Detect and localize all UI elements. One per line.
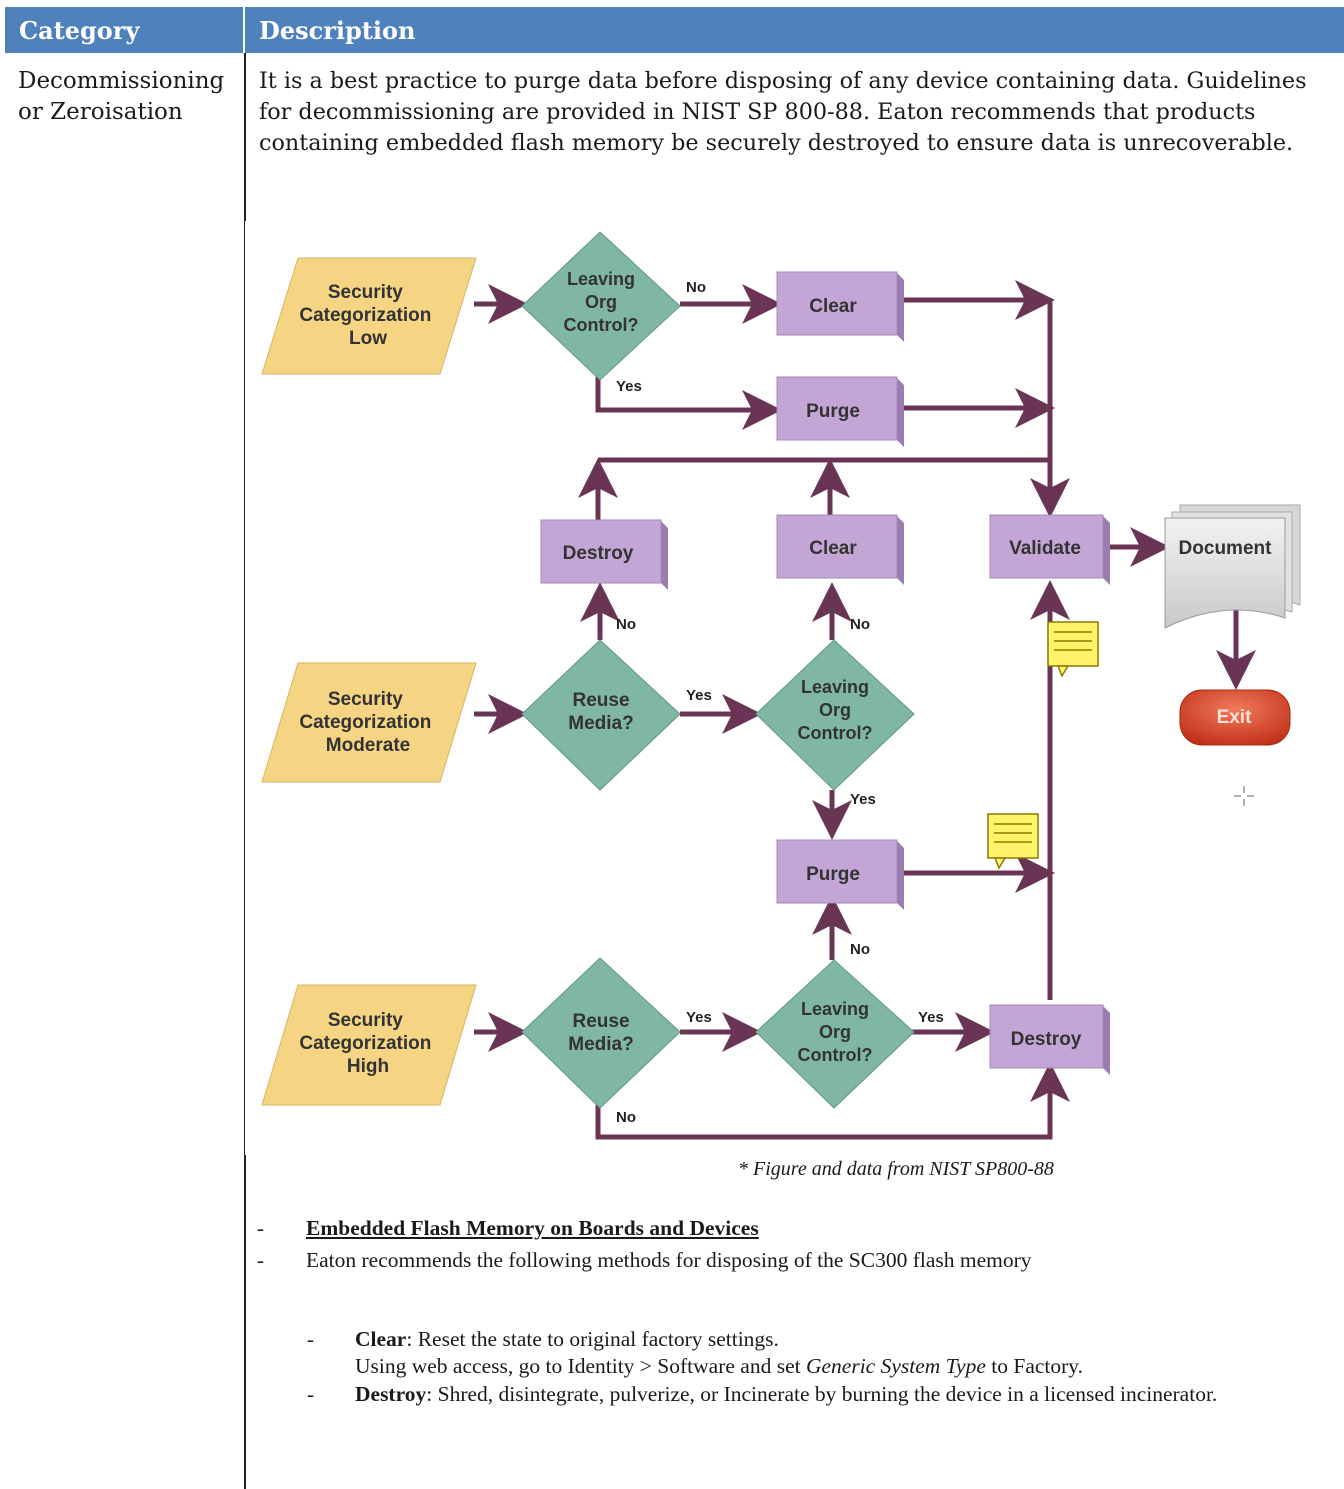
svg-text:Validate: Validate bbox=[1009, 538, 1081, 559]
bullet-destroy: Destroy: Shred, disintegrate, pulverize,… bbox=[355, 1381, 1315, 1408]
box-clear-mid: Clear bbox=[776, 514, 904, 585]
edge-labels: No Yes No No Yes Yes No Yes Yes No bbox=[616, 279, 944, 1126]
arrow-no-to-destroy-high bbox=[595, 1062, 1070, 1140]
svg-text:Destroy: Destroy bbox=[563, 543, 634, 564]
svg-text:Purge: Purge bbox=[806, 401, 860, 422]
clear-text: : Reset the state to original factory se… bbox=[406, 1327, 779, 1351]
label-no-low: No bbox=[686, 279, 706, 296]
connector-lines bbox=[474, 280, 1256, 1140]
svg-text:Security Categorization: Security Categorization Moderate bbox=[299, 689, 436, 756]
row-description: It is a best practice to purge data befo… bbox=[259, 68, 1307, 156]
bullet-clear: Clear: Reset the state to original facto… bbox=[355, 1326, 1315, 1380]
bullet-dash: - bbox=[307, 1382, 314, 1406]
svg-text:Destroy: Destroy bbox=[1011, 1029, 1082, 1050]
figure-caption: * Figure and data from NIST SP800-88 bbox=[738, 1158, 1054, 1180]
input-low: Security Categorization Low bbox=[261, 257, 477, 375]
input-high: Security Categorization High bbox=[261, 984, 477, 1106]
label-yes-leaving: Yes bbox=[850, 791, 876, 808]
label-no-clear: No bbox=[850, 616, 870, 633]
crosshair-icon bbox=[1234, 786, 1254, 806]
box-destroy-mid: Destroy bbox=[540, 519, 668, 590]
box-destroy-bottom: Destroy bbox=[989, 1004, 1110, 1075]
label-no-high: No bbox=[616, 1109, 636, 1126]
box-purge-top: Purge bbox=[776, 376, 904, 447]
header-description: Description bbox=[259, 16, 416, 45]
input-moderate-line2: Categorization bbox=[299, 712, 431, 733]
column-divider bbox=[244, 53, 246, 1489]
row-category: Decommissioning or Zeroisation bbox=[18, 68, 225, 125]
box-validate: Validate bbox=[989, 514, 1110, 585]
input-low-line2: Categorization bbox=[299, 305, 431, 326]
svg-text:Exit: Exit bbox=[1217, 707, 1253, 728]
input-moderate-line3: Moderate bbox=[326, 735, 410, 756]
clear-line2-em: Generic System Type bbox=[805, 1354, 986, 1378]
svg-text:Document: Document bbox=[1179, 538, 1273, 559]
input-low-line3: Low bbox=[349, 328, 387, 349]
destroy-text: : Shred, disintegrate, pulverize, or Inc… bbox=[426, 1382, 1218, 1406]
clear-line2-pre: Using web access, go to Identity > Softw… bbox=[355, 1354, 806, 1378]
bullet-dash: - bbox=[257, 1216, 264, 1240]
note-icon bbox=[1047, 621, 1099, 678]
document-shape: Document bbox=[1164, 504, 1301, 629]
input-high-line1: Security bbox=[328, 1010, 403, 1031]
clear-line2-post: to Factory. bbox=[985, 1354, 1084, 1378]
bullet-intro: Eaton recommends the following methods f… bbox=[306, 1248, 1032, 1272]
flowchart-svg: Security Categorization Low Security Cat… bbox=[261, 231, 1301, 1140]
svg-text:Purge: Purge bbox=[806, 864, 860, 885]
destroy-term: Destroy bbox=[355, 1382, 427, 1406]
input-moderate: Security Categorization Moderate bbox=[261, 662, 477, 783]
note-icon bbox=[987, 813, 1039, 870]
input-high-line3: High bbox=[347, 1056, 389, 1077]
svg-text:Security Categorization: Security Categorization High bbox=[299, 1010, 436, 1077]
label-no-destroy: No bbox=[616, 616, 636, 633]
label-yes-moderate: Yes bbox=[686, 687, 712, 704]
input-high-line2: Categorization bbox=[299, 1033, 431, 1054]
box-purge-mid: Purge bbox=[776, 839, 904, 910]
sanitization-flowchart: Security Categorization Low Security Cat… bbox=[245, 221, 1310, 1155]
box-clear-top: Clear bbox=[776, 271, 904, 342]
label-no-purge: No bbox=[850, 941, 870, 958]
label-yes-high-destroy: Yes bbox=[918, 1009, 944, 1026]
svg-text:Clear: Clear bbox=[809, 538, 857, 559]
bullet-dash: - bbox=[257, 1248, 264, 1272]
clear-term: Clear bbox=[355, 1327, 407, 1351]
input-moderate-line1: Security bbox=[328, 689, 403, 710]
label-yes-low: Yes bbox=[616, 378, 642, 395]
header-category: Category bbox=[19, 16, 140, 45]
svg-text:Security Categorization: Security Categorization Low bbox=[299, 282, 436, 349]
table-header: Category Description bbox=[5, 7, 1344, 53]
header-divider bbox=[243, 7, 245, 53]
arrow-yes-to-purge bbox=[595, 368, 782, 430]
bullet-heading: Embedded Flash Memory on Boards and Devi… bbox=[306, 1216, 759, 1240]
exit-node: Exit bbox=[1179, 689, 1291, 746]
input-low-line1: Security bbox=[328, 282, 403, 303]
bullet-dash: - bbox=[307, 1327, 314, 1351]
label-yes-high: Yes bbox=[686, 1009, 712, 1026]
svg-text:Clear: Clear bbox=[809, 296, 857, 317]
